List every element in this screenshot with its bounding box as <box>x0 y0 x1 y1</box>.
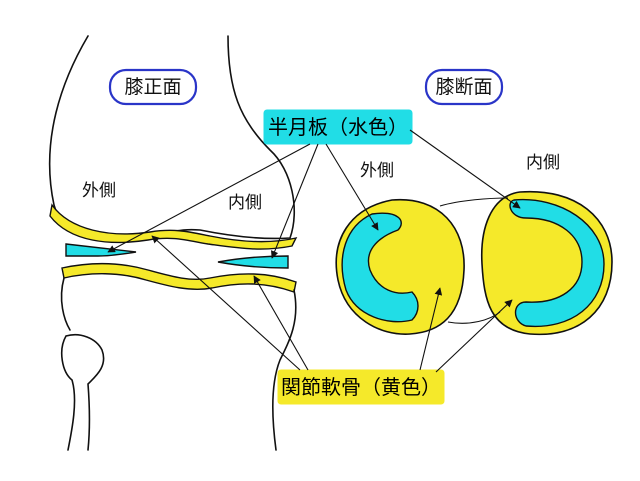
cartilage-label-text: 関節軟骨（黄色） <box>281 375 441 399</box>
femur-outline <box>48 35 296 240</box>
tibia-outline <box>60 277 71 331</box>
pointer-meniscus-section-medial <box>409 129 521 209</box>
tibia-outline-right <box>271 289 297 451</box>
front-view <box>48 35 298 451</box>
pointer-cartilage-tibia <box>253 275 309 371</box>
cartilage-label: 関節軟骨（黄色） <box>277 369 445 405</box>
section-connector-bottom <box>447 311 501 324</box>
section-connector-top <box>439 197 509 207</box>
label-front-lateral: 外側 <box>82 181 116 201</box>
pointer-cartilage-femur <box>151 235 301 371</box>
title-front-text: 膝正面 <box>124 76 181 98</box>
meniscus-section-lateral <box>341 212 419 323</box>
title-section-text: 膝断面 <box>435 76 492 98</box>
pointer-meniscus-section-lateral <box>325 143 379 231</box>
femur-cartilage <box>49 203 298 250</box>
label-section-lateral: 外側 <box>360 161 394 181</box>
meniscus-section-medial <box>509 198 605 328</box>
pointer-meniscus-front-medial <box>271 143 319 259</box>
meniscus-front-medial <box>217 255 289 269</box>
label-section-medial: 内側 <box>526 153 560 173</box>
section-view <box>335 190 613 336</box>
title-section: 膝断面 <box>424 68 504 106</box>
meniscus-pointers <box>107 129 521 259</box>
pointer-cartilage-section-medial <box>435 299 513 373</box>
meniscus-label-text: 半月板（水色） <box>268 115 408 139</box>
fibula <box>60 334 105 451</box>
meniscus-front-lateral <box>65 243 137 257</box>
pointer-meniscus-front-lateral <box>107 143 311 253</box>
title-front: 膝正面 <box>108 68 198 106</box>
meniscus-label: 半月板（水色） <box>263 109 413 145</box>
label-front-medial: 内側 <box>228 193 262 213</box>
cartilage-pointers <box>151 235 513 373</box>
pointer-cartilage-section-lateral <box>419 287 443 371</box>
